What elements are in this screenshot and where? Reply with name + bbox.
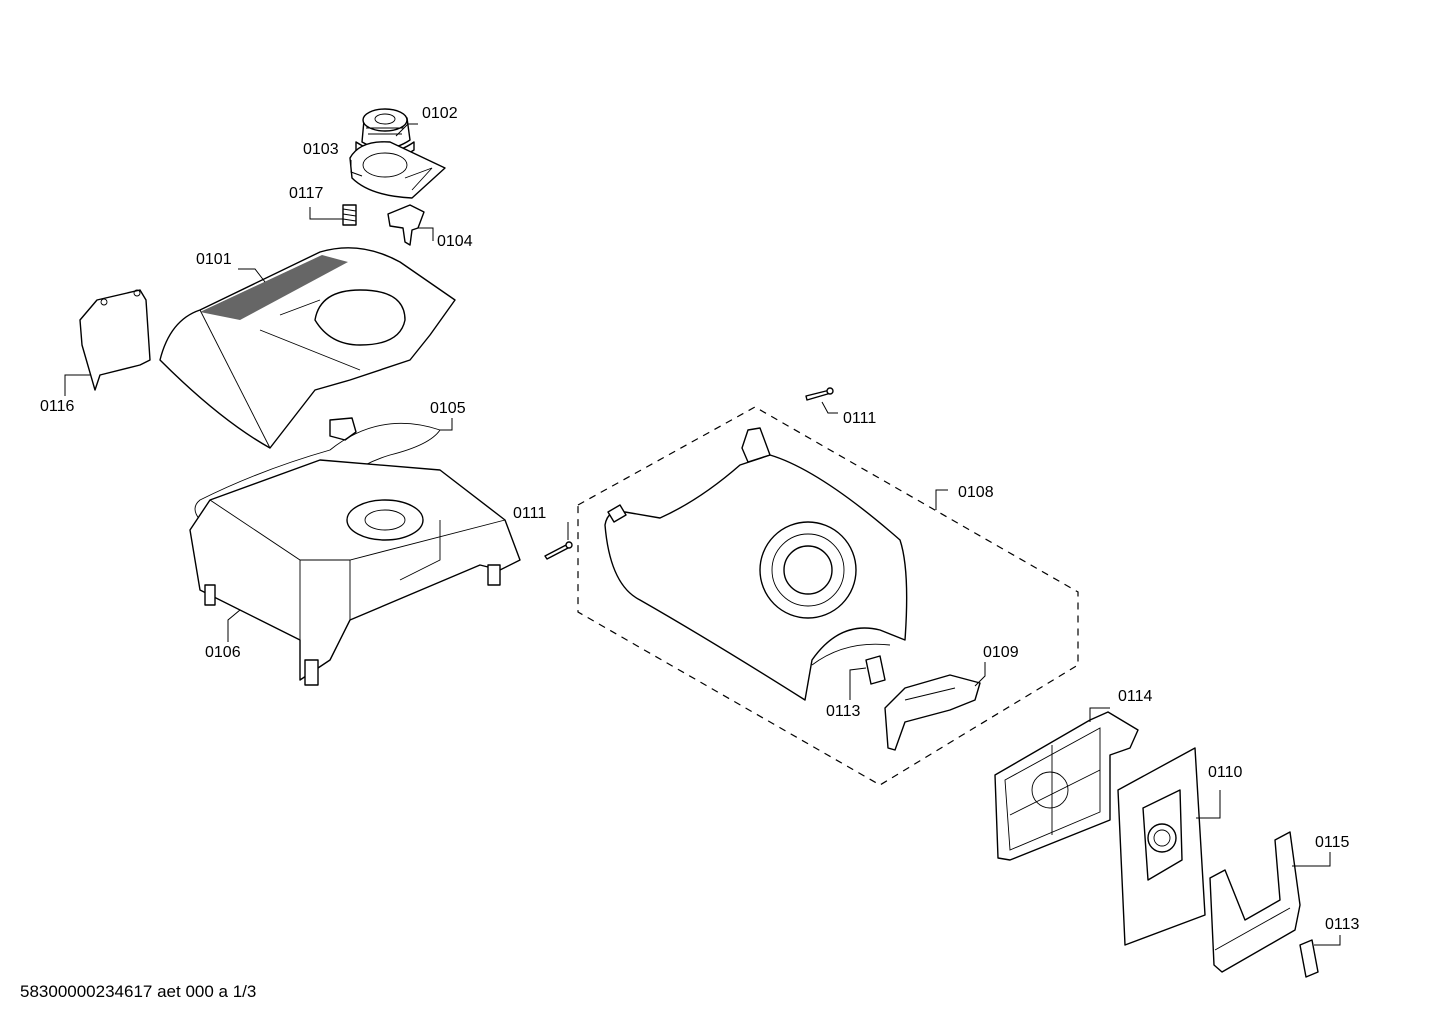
part-0114-bag-holder-frame [994, 711, 1139, 861]
part-0103-base-plate [349, 141, 446, 199]
leader-lines [64, 123, 1341, 946]
label-0111-upper: 0111 [843, 410, 876, 427]
part-0113-strip-middle [865, 655, 886, 685]
label-0101: 0101 [196, 251, 232, 268]
group-outline-0108 [577, 406, 1079, 786]
document-id-footer: 58300000234617 aet 000 a 1/3 [20, 982, 257, 1001]
part-0113-strip-right [1299, 939, 1319, 978]
label-0116: 0116 [40, 398, 75, 415]
part-0110-dust-bag [1117, 747, 1206, 946]
part-0116-side-bracket [79, 289, 151, 391]
label-0115: 0115 [1315, 834, 1350, 851]
label-0102: 0102 [422, 105, 458, 122]
part-0106-base-frame [189, 459, 521, 686]
label-0105: 0105 [430, 400, 466, 417]
label-0108: 0108 [958, 484, 994, 501]
label-0114: 0114 [1118, 688, 1153, 705]
label-0111-lower: 0111 [513, 505, 546, 522]
part-0101-top-cover [159, 247, 456, 449]
label-0103: 0103 [303, 141, 339, 158]
label-0109: 0109 [983, 644, 1019, 661]
label-0113-right: 0113 [1325, 916, 1360, 933]
label-0106: 0106 [205, 644, 241, 661]
label-0110: 0110 [1208, 764, 1243, 781]
label-0117: 0117 [289, 185, 324, 202]
label-0113-middle: 0113 [826, 703, 861, 720]
part-0104-latch [387, 204, 425, 246]
part-0108-front-cover [604, 427, 908, 701]
part-0117-spring [342, 204, 357, 226]
part-0111-screw-upper [805, 387, 834, 401]
label-0104: 0104 [437, 233, 473, 250]
part-0115-bag-clip [1209, 831, 1301, 973]
part-0111-screw-lower [544, 541, 573, 560]
part-0109-handle [884, 674, 981, 751]
part-0102-knob [355, 108, 415, 160]
